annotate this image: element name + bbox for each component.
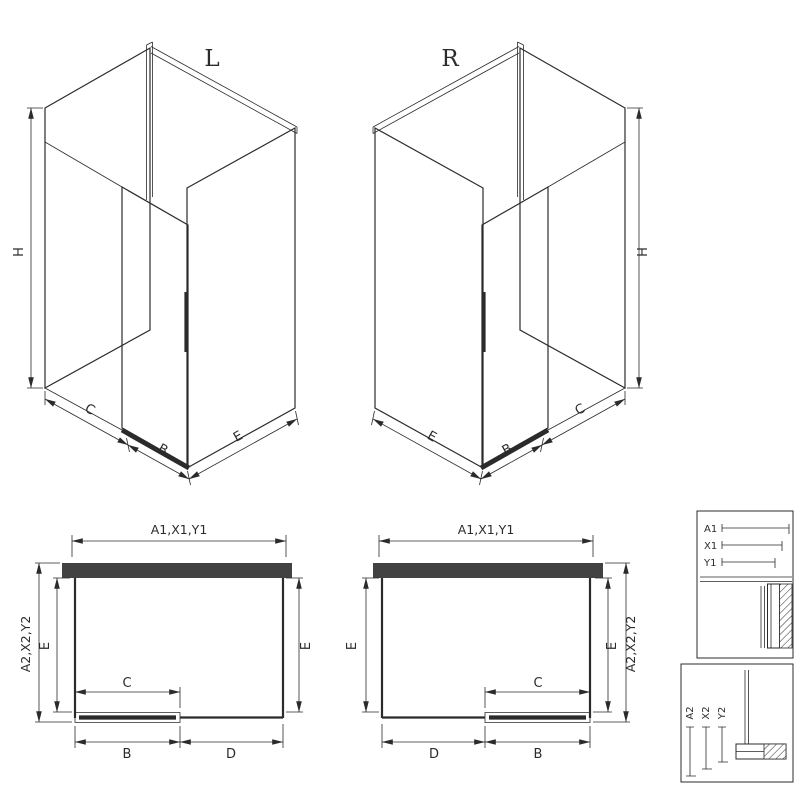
- detail-top-label-a1: A1: [704, 524, 717, 535]
- detail-top-label-y1: Y1: [703, 558, 716, 569]
- detail-bottom-frame: [680, 663, 794, 783]
- plan-left-dim-door: B: [123, 747, 132, 762]
- dim-label-height-right: H: [636, 247, 651, 257]
- plan-view-left: A1,X1,Y1 A2,X2,Y2 E E C B D: [18, 522, 314, 762]
- detail-bottom-label-a2: A2: [685, 706, 696, 719]
- plan-right-dim-opening: C: [533, 676, 542, 691]
- detail-bottom-label-x2: X2: [701, 706, 712, 719]
- plan-right-dim-e-right: E: [605, 642, 620, 650]
- plan-left-dim-e-left: E: [38, 642, 53, 650]
- view-label-left: L: [204, 46, 219, 72]
- plan-left-dim-opening: C: [122, 676, 131, 691]
- detail-bottom-label-y2: Y2: [717, 707, 728, 720]
- plan-right-dim-e-left: E: [345, 642, 360, 650]
- plan-view-right: A1,X1,Y1 E E A2,X2,Y2 C D B: [345, 522, 638, 762]
- detail-top-profile-section: [700, 576, 793, 649]
- plan-left-dim-outer: A2,X2,Y2: [18, 616, 33, 673]
- plan-right-dim-outer: A2,X2,Y2: [623, 616, 638, 673]
- plan-right-dim-door: B: [534, 747, 543, 762]
- plan-left-dim-e-right: E: [299, 642, 314, 650]
- plan-left-dim-top: A1,X1,Y1: [151, 522, 208, 537]
- plan-right-dim-top: A1,X1,Y1: [458, 522, 515, 537]
- detail-bottom-dim-lines: [686, 726, 728, 777]
- detail-top-label-x1: X1: [704, 541, 717, 552]
- detail-bottom-profile-section: [735, 670, 787, 760]
- plan-left-dim-fixed: D: [226, 747, 236, 762]
- view-label-right: R: [441, 46, 459, 72]
- detail-top-dim-lines: [721, 524, 790, 568]
- dim-label-height-left: H: [12, 247, 27, 257]
- detail-view-top: A1 X1 Y1: [696, 510, 794, 659]
- detail-view-bottom: A2 X2 Y2: [680, 663, 794, 783]
- plan-right-dim-fixed: D: [429, 747, 439, 762]
